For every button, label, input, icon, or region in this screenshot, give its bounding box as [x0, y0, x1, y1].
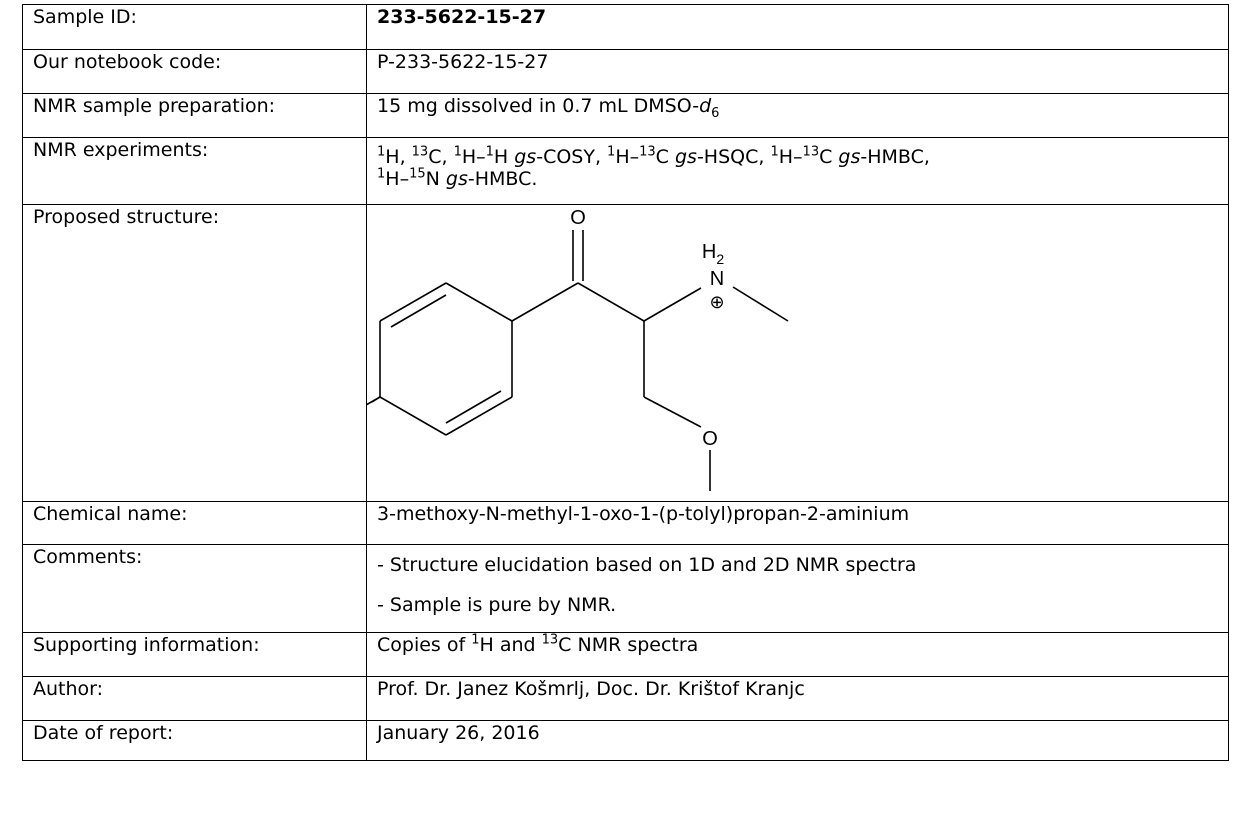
value-comments: - Structure elucidation based on 1D and … — [366, 544, 1229, 633]
exp-sup: 1 — [770, 144, 779, 160]
label-chem-name: Chemical name: — [22, 501, 367, 545]
ring-bond — [445, 282, 513, 322]
value-author: Prof. Dr. Janez Košmrlj, Doc. Dr. Krišto… — [366, 676, 1229, 721]
value-structure: O N H2 ⊕ O — [313, 204, 1229, 502]
value-notebook: P-233-5622-15-27 — [366, 49, 1229, 94]
exp-sup: 1 — [607, 144, 616, 160]
comment-line: - Sample is pure by NMR. — [377, 594, 617, 616]
exp-sup: 15 — [409, 166, 426, 182]
exp-text: H– — [615, 146, 640, 168]
atom-o-carbonyl: O — [570, 207, 586, 229]
ring-bond — [445, 396, 513, 436]
exp-sup: 13 — [802, 144, 820, 160]
supp-text: Copies of — [377, 634, 472, 656]
exp-sup: 1 — [485, 144, 494, 160]
exp-text: H– — [778, 146, 803, 168]
exp-sup: 1 — [377, 166, 386, 182]
value-sample-id: 233-5622-15-27 — [366, 4, 1229, 50]
structure-diagram: O N H2 ⊕ O — [313, 207, 789, 491]
methyl-bond — [313, 396, 381, 436]
value-experiments: 1H, 13C, 1H–1H gs-COSY, 1H–13C gs-HSQC, … — [366, 137, 1229, 205]
exp-text: H– — [385, 168, 410, 190]
exp-sup: 13 — [411, 144, 429, 160]
value-date: January 26, 2016 — [366, 720, 1229, 761]
exp-sup: 1 — [453, 144, 462, 160]
row-prep: NMR sample preparation: 15 mg dissolved … — [22, 93, 1229, 138]
row-author: Author: Prof. Dr. Janez Košmrlj, Doc. Dr… — [22, 676, 1229, 721]
supp-sup: 13 — [541, 632, 559, 648]
exp-text: -HMBC. — [467, 168, 538, 190]
row-experiments: NMR experiments: 1H, 13C, 1H–1H gs-COSY,… — [22, 137, 1229, 205]
exp-gs: gs — [838, 146, 861, 168]
exp-sup: 1 — [377, 144, 386, 160]
value-supporting: Copies of 1H and 13C NMR spectra — [366, 632, 1229, 677]
label-sample-id: Sample ID: — [22, 4, 367, 50]
row-sample-id: Sample ID: 233-5622-15-27 — [22, 4, 1229, 50]
exp-text: C, — [428, 146, 454, 168]
n-methyl-bond — [732, 286, 789, 322]
label-author: Author: — [22, 676, 367, 721]
report-table: Sample ID: 233-5622-15-27 Our notebook c… — [22, 4, 1229, 761]
label-prep: NMR sample preparation: — [22, 93, 367, 138]
label-experiments: NMR experiments: — [22, 137, 367, 205]
value-prep: 15 mg dissolved in 0.7 mL DMSO-d6 — [366, 93, 1229, 138]
exp-gs: gs — [674, 146, 697, 168]
atom-h: H2 — [702, 241, 724, 267]
comment-line: - Structure elucidation based on 1D and … — [377, 554, 917, 576]
supp-text: H and — [479, 634, 542, 656]
row-notebook: Our notebook code: P-233-5622-15-27 — [22, 49, 1229, 94]
ring-bond — [379, 396, 447, 436]
label-structure: Proposed structure: — [22, 204, 367, 502]
label-supporting: Supporting information: — [22, 632, 367, 677]
atom-o-methoxy: O — [702, 428, 718, 450]
exp-text: -HMBC, — [860, 146, 930, 168]
label-notebook: Our notebook code: — [22, 49, 367, 94]
prep-text: 15 mg dissolved in 0.7 mL DMSO- — [377, 95, 700, 117]
prep-sub: 6 — [711, 105, 720, 121]
row-comments: Comments: - Structure elucidation based … — [22, 544, 1229, 633]
supp-text: C NMR spectra — [558, 634, 699, 656]
exp-sup: 13 — [639, 144, 656, 160]
prep-d: d — [699, 95, 712, 117]
exp-text: H — [493, 146, 515, 168]
ring-double-bond — [390, 294, 447, 328]
atom-n: N — [710, 268, 724, 290]
row-date: Date of report: January 26, 2016 — [22, 720, 1229, 761]
label-date: Date of report: — [22, 720, 367, 761]
exp-gs: gs — [445, 168, 468, 190]
exp-text: C — [819, 146, 839, 168]
bond — [577, 282, 645, 322]
exp-text: N — [425, 168, 446, 190]
ring-bond — [379, 282, 447, 322]
bond — [643, 287, 702, 322]
exp-gs: gs — [514, 146, 537, 168]
row-chem-name: Chemical name: 3-methoxy-N-methyl-1-oxo-… — [22, 501, 1229, 545]
label-comments: Comments: — [22, 544, 367, 633]
row-supporting: Supporting information: Copies of 1H and… — [22, 632, 1229, 677]
bond — [511, 282, 579, 322]
exp-text: H, — [385, 146, 412, 168]
exp-text: -HSQC, — [696, 146, 771, 168]
row-structure: Proposed structure: — [22, 204, 1229, 502]
value-chem-name: 3-methoxy-N-methyl-1-oxo-1-(p-tolyl)prop… — [366, 501, 1229, 545]
charge-plus: ⊕ — [709, 292, 724, 312]
ring-double-bond — [445, 390, 502, 424]
exp-text: -COSY, — [536, 146, 608, 168]
exp-text: C — [655, 146, 675, 168]
supp-sup: 1 — [471, 632, 480, 648]
bond — [643, 396, 702, 428]
exp-text: H– — [461, 146, 486, 168]
